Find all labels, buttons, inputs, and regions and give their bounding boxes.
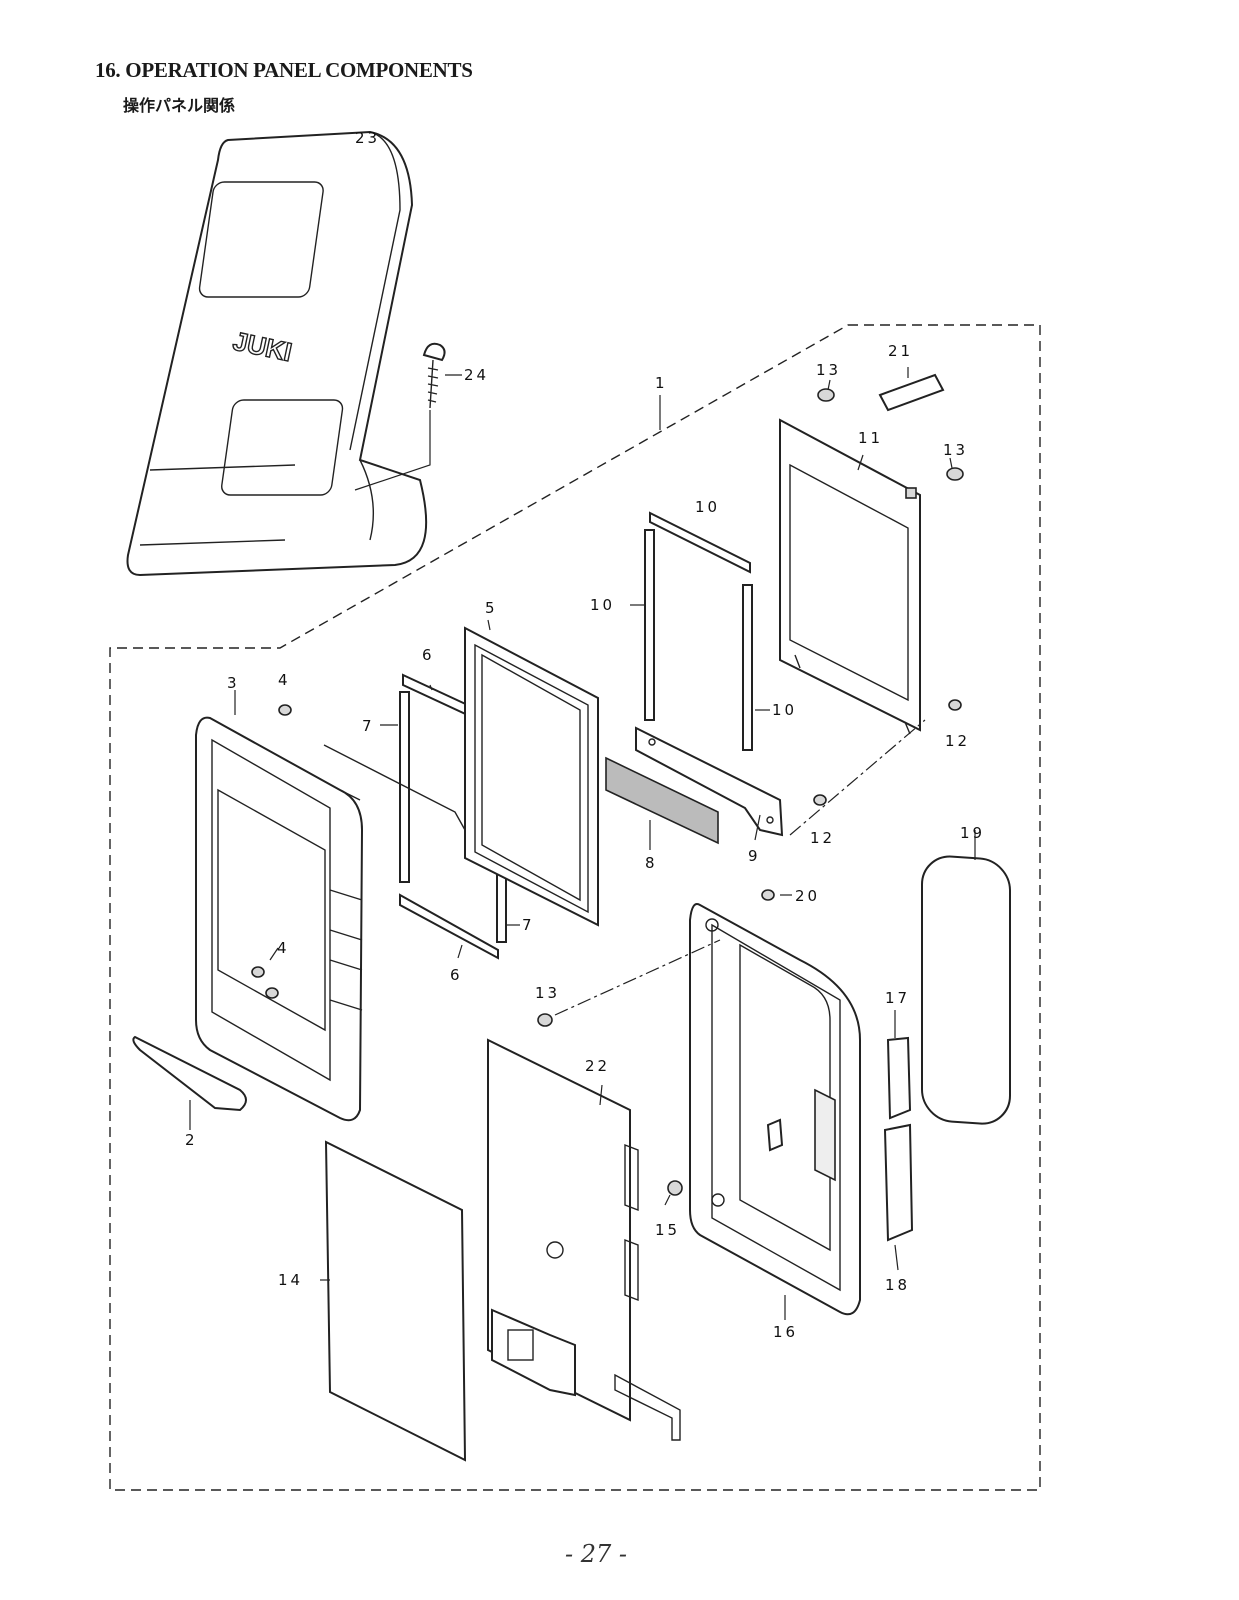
- label-7-right: 7: [522, 916, 535, 934]
- part-4-screws: [251, 704, 292, 999]
- part-10-strips: [644, 511, 753, 751]
- part-18-side-cover: [883, 1123, 914, 1242]
- label-10-top: 10: [695, 498, 720, 516]
- label-19: 19: [960, 824, 985, 842]
- part-5-gasket-frame: [464, 626, 599, 927]
- label-3: 3: [227, 674, 240, 692]
- part-17-side-cover: [886, 1036, 912, 1120]
- label-7-left: 7: [362, 717, 375, 735]
- part-14-insulation-sheet: [324, 1140, 467, 1462]
- label-16: 16: [773, 1323, 798, 1341]
- label-11: 11: [858, 429, 883, 447]
- label-5: 5: [485, 599, 498, 617]
- label-6-bottom: 6: [450, 966, 463, 984]
- label-9: 9: [748, 847, 761, 865]
- part-24-screw: [354, 342, 462, 491]
- label-6-top: 6: [422, 646, 435, 664]
- label-13-right: 13: [943, 441, 968, 459]
- page-subtitle: 操作パネル関係: [123, 96, 236, 115]
- label-2: 2: [185, 1131, 198, 1149]
- label-12-right: 12: [945, 732, 970, 750]
- page-number: - 27 -: [565, 1540, 628, 1568]
- label-17: 17: [885, 989, 910, 1007]
- part-11-lcd-unit: [779, 418, 921, 735]
- label-8: 8: [645, 854, 658, 872]
- label-10-left: 10: [590, 596, 615, 614]
- part-16-rear-case: [689, 903, 861, 1316]
- small-screws: [537, 388, 964, 1196]
- label-22: 22: [585, 1057, 610, 1075]
- label-13-low: 13: [535, 984, 560, 1002]
- assembly-boundary: [109, 324, 1041, 1491]
- part-21-connector: [878, 373, 945, 412]
- part-number-labels: 23 24 1 21 13 11 13 10 10 10 5 6 7 3 4 1…: [185, 129, 985, 1341]
- label-12-mid: 12: [810, 829, 835, 847]
- label-21: 21: [888, 342, 913, 360]
- part-22-pcb: [487, 1038, 681, 1441]
- part-19-back-panel: [921, 855, 1011, 1125]
- part-23-stand-cover: JUKI: [126, 130, 428, 577]
- label-24: 24: [464, 366, 489, 384]
- label-15: 15: [655, 1221, 680, 1239]
- part-9-bracket: [635, 726, 784, 837]
- part-3-front-case: [195, 716, 364, 1122]
- label-23: 23: [355, 129, 380, 147]
- label-18: 18: [885, 1276, 910, 1294]
- label-14: 14: [278, 1271, 303, 1289]
- label-1: 1: [655, 374, 668, 392]
- part-2-lower-bar: [132, 1035, 247, 1112]
- label-4-mid: 4: [277, 939, 290, 957]
- part-8-sheet: [605, 756, 719, 845]
- label-20: 20: [795, 887, 820, 905]
- label-10-right: 10: [772, 701, 797, 719]
- label-13-top: 13: [816, 361, 841, 379]
- label-4-top: 4: [278, 671, 291, 689]
- leader-lines: [189, 367, 976, 1320]
- page-title: 16. OPERATION PANEL COMPONENTS: [95, 58, 473, 82]
